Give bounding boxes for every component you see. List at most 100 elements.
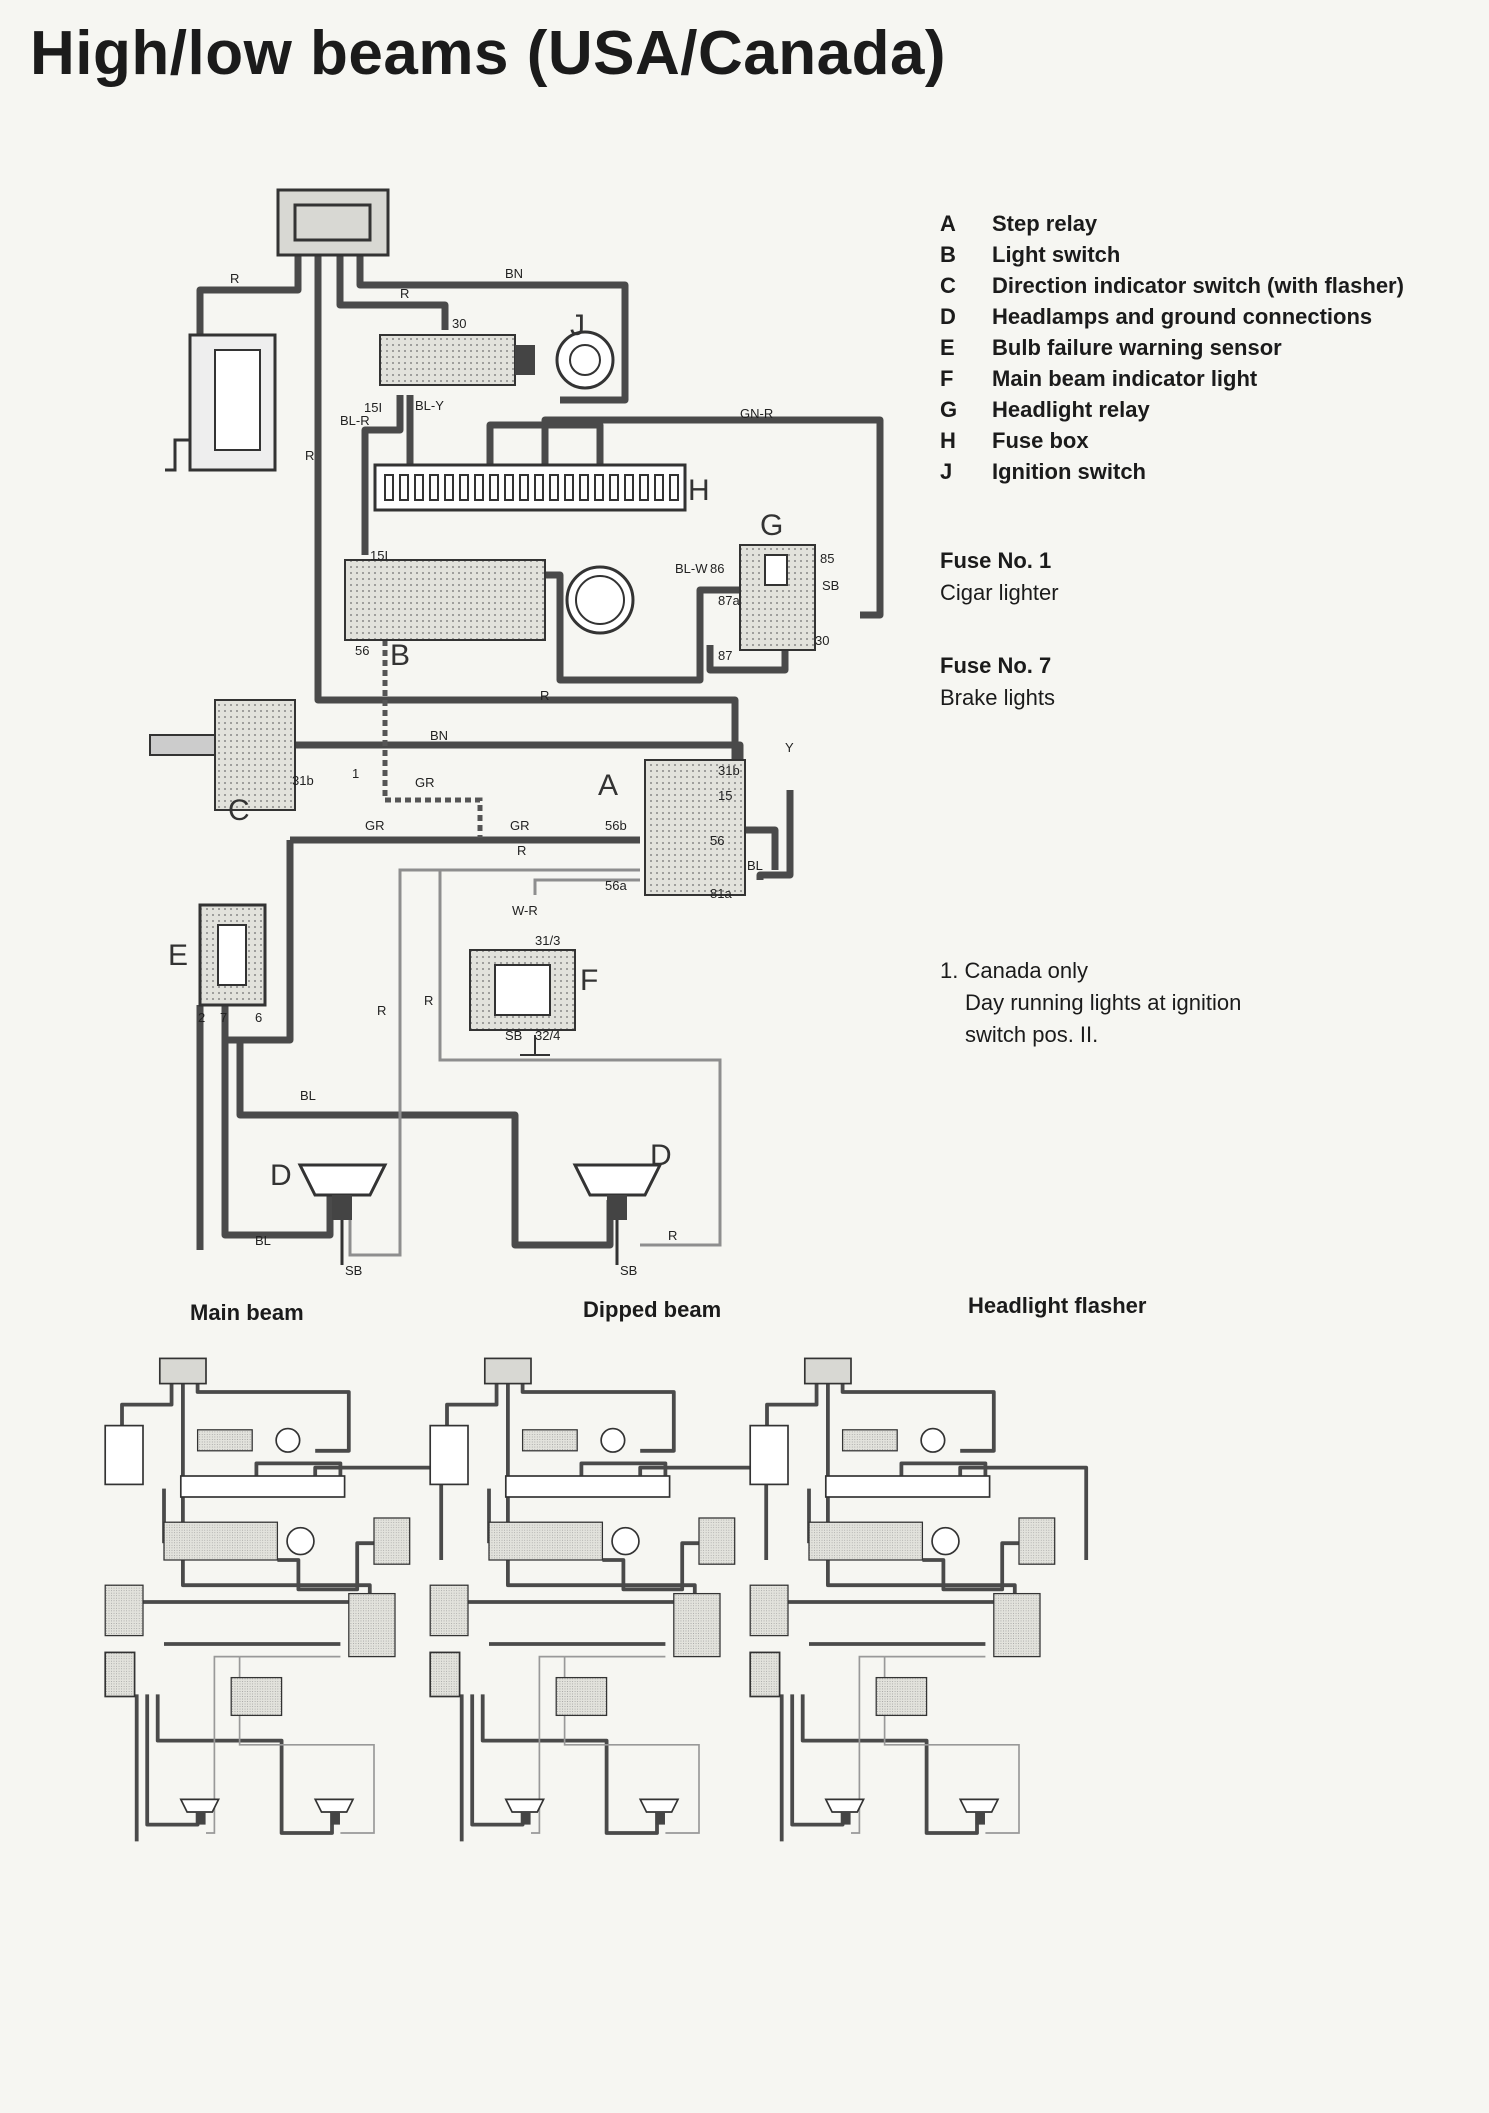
wire-label-R-2: R	[400, 286, 409, 301]
terminal-31b-A: 31b	[718, 763, 740, 778]
fuse-slot	[519, 474, 529, 501]
fuse-slot	[594, 474, 604, 501]
fuse-slot	[609, 474, 619, 501]
fuse-slot	[399, 474, 409, 501]
fuse-slot	[444, 474, 454, 501]
legend-text: Main beam indicator light	[992, 365, 1258, 391]
terminal-86: 86	[710, 561, 724, 576]
terminal-labels: 30 15I 15I 56 86 85 87a 30 87 31b 15 56b…	[198, 316, 834, 1043]
caption-headlight-flasher: Headlight flasher	[968, 1293, 1147, 1318]
terminal-6-E: 6	[255, 1010, 262, 1025]
label-E: E	[168, 939, 188, 972]
legend-text: Step relay	[992, 210, 1098, 236]
fuse-1-heading: Fuse No. 1	[940, 548, 1052, 573]
light-switch	[344, 559, 635, 641]
dashed-wire	[382, 600, 483, 838]
label-D-right: D	[650, 1139, 672, 1172]
wire-label-GR-2: GR	[365, 818, 385, 833]
label-B: B	[390, 639, 410, 672]
fuse-slot	[654, 474, 664, 501]
legend-key: E	[940, 334, 955, 360]
terminal-7-E: 7	[220, 1010, 227, 1025]
wire-label-Y: Y	[785, 740, 794, 755]
label-G: G	[760, 509, 783, 542]
bulb-failure-sensor	[198, 903, 267, 1007]
fuse-note-7: Fuse No. 7 Brake lights	[940, 650, 1055, 714]
legend-key: D	[940, 303, 956, 329]
wire-label-R-3: R	[305, 448, 314, 463]
fuse-slot	[564, 474, 574, 501]
label-A: A	[598, 769, 618, 802]
footnote: 1. Canada only Day running lights at ign…	[940, 955, 1241, 1051]
terminal-87a: 87a	[718, 593, 740, 608]
legend-text: Fuse box	[992, 427, 1089, 453]
headlamp-left	[297, 1163, 388, 1265]
label-F: F	[580, 964, 598, 997]
legend-key: A	[940, 210, 956, 236]
fuse-slot	[549, 474, 559, 501]
terminal-87: 87	[718, 648, 732, 663]
wire-labels: R R BN GN-R BL-R BL-Y BL-W R R BN Y GR G…	[230, 266, 839, 1278]
fuse-box	[373, 463, 687, 512]
wire-label-BL-2: BL	[300, 1088, 316, 1103]
footnote-line3: switch pos. II.	[965, 1022, 1099, 1047]
terminal-56b-A: 56b	[605, 818, 627, 833]
terminal-81a-A: 81a	[710, 886, 732, 901]
fuse-slot	[639, 474, 649, 501]
wire-label-R-4: R	[540, 688, 549, 703]
wire-label-BN-1: BN	[505, 266, 523, 281]
fuse-7-heading: Fuse No. 7	[940, 653, 1052, 678]
fuse-7-text: Brake lights	[940, 685, 1055, 710]
fuse-slot	[384, 474, 394, 501]
footnote-line1: Canada only	[964, 958, 1089, 983]
footnote-number: 1.	[940, 958, 959, 983]
main-beam-indicator	[469, 949, 576, 1056]
wire-label-R-6: R	[377, 1003, 386, 1018]
wire-label-GN-R: GN-R	[740, 406, 773, 421]
fuse-slot	[504, 474, 514, 501]
legend-key: H	[940, 427, 956, 453]
legend-text: Ignition switch	[992, 458, 1146, 484]
fuse-slot	[474, 474, 484, 501]
terminal-56a-A: 56a	[605, 878, 627, 893]
mini-diagram-headlight-flasher	[749, 1357, 1089, 1842]
terminal-15-A: 15	[718, 788, 732, 803]
legend-key: F	[940, 365, 954, 391]
wire-label-BL-R: BL-R	[340, 413, 370, 428]
wire-label-BL-Y: BL-Y	[415, 398, 444, 413]
fuse-slot	[459, 474, 469, 501]
component-labels: J H G B C A E F D D	[168, 309, 783, 1192]
fuse-slot	[429, 474, 439, 501]
wire-label-SB-1: SB	[345, 1263, 362, 1278]
wire-label-GR-1: GR	[415, 775, 435, 790]
terminal-15I-J: 15I	[364, 400, 382, 415]
label-C: C	[228, 794, 250, 827]
battery	[165, 333, 277, 472]
terminal-85: 85	[820, 551, 834, 566]
wire-label-BL-1: BL	[747, 858, 763, 873]
terminal-56-B: 56	[355, 643, 369, 658]
headlight-relay	[739, 544, 816, 651]
legend-text: Headlight relay	[992, 396, 1150, 422]
label-J: J	[570, 309, 585, 342]
fuse-slot	[534, 474, 544, 501]
terminal-56-A: 56	[710, 833, 724, 848]
wire-label-1: 1	[352, 766, 359, 781]
wire-label-R-8: R	[668, 1228, 677, 1243]
wire-label-R-7: R	[424, 993, 433, 1008]
terminal-31b-C: 31b	[292, 773, 314, 788]
wire-label-BL-3: BL	[255, 1233, 271, 1248]
wire-label-GR-3: GR	[510, 818, 530, 833]
legend-text: Direction indicator switch (with flasher…	[992, 272, 1404, 298]
ignition-switch	[379, 330, 615, 390]
wire-label-SB-2: SB	[620, 1263, 637, 1278]
terminal-32-4: 32/4	[535, 1028, 560, 1043]
fuse-slot	[579, 474, 589, 501]
